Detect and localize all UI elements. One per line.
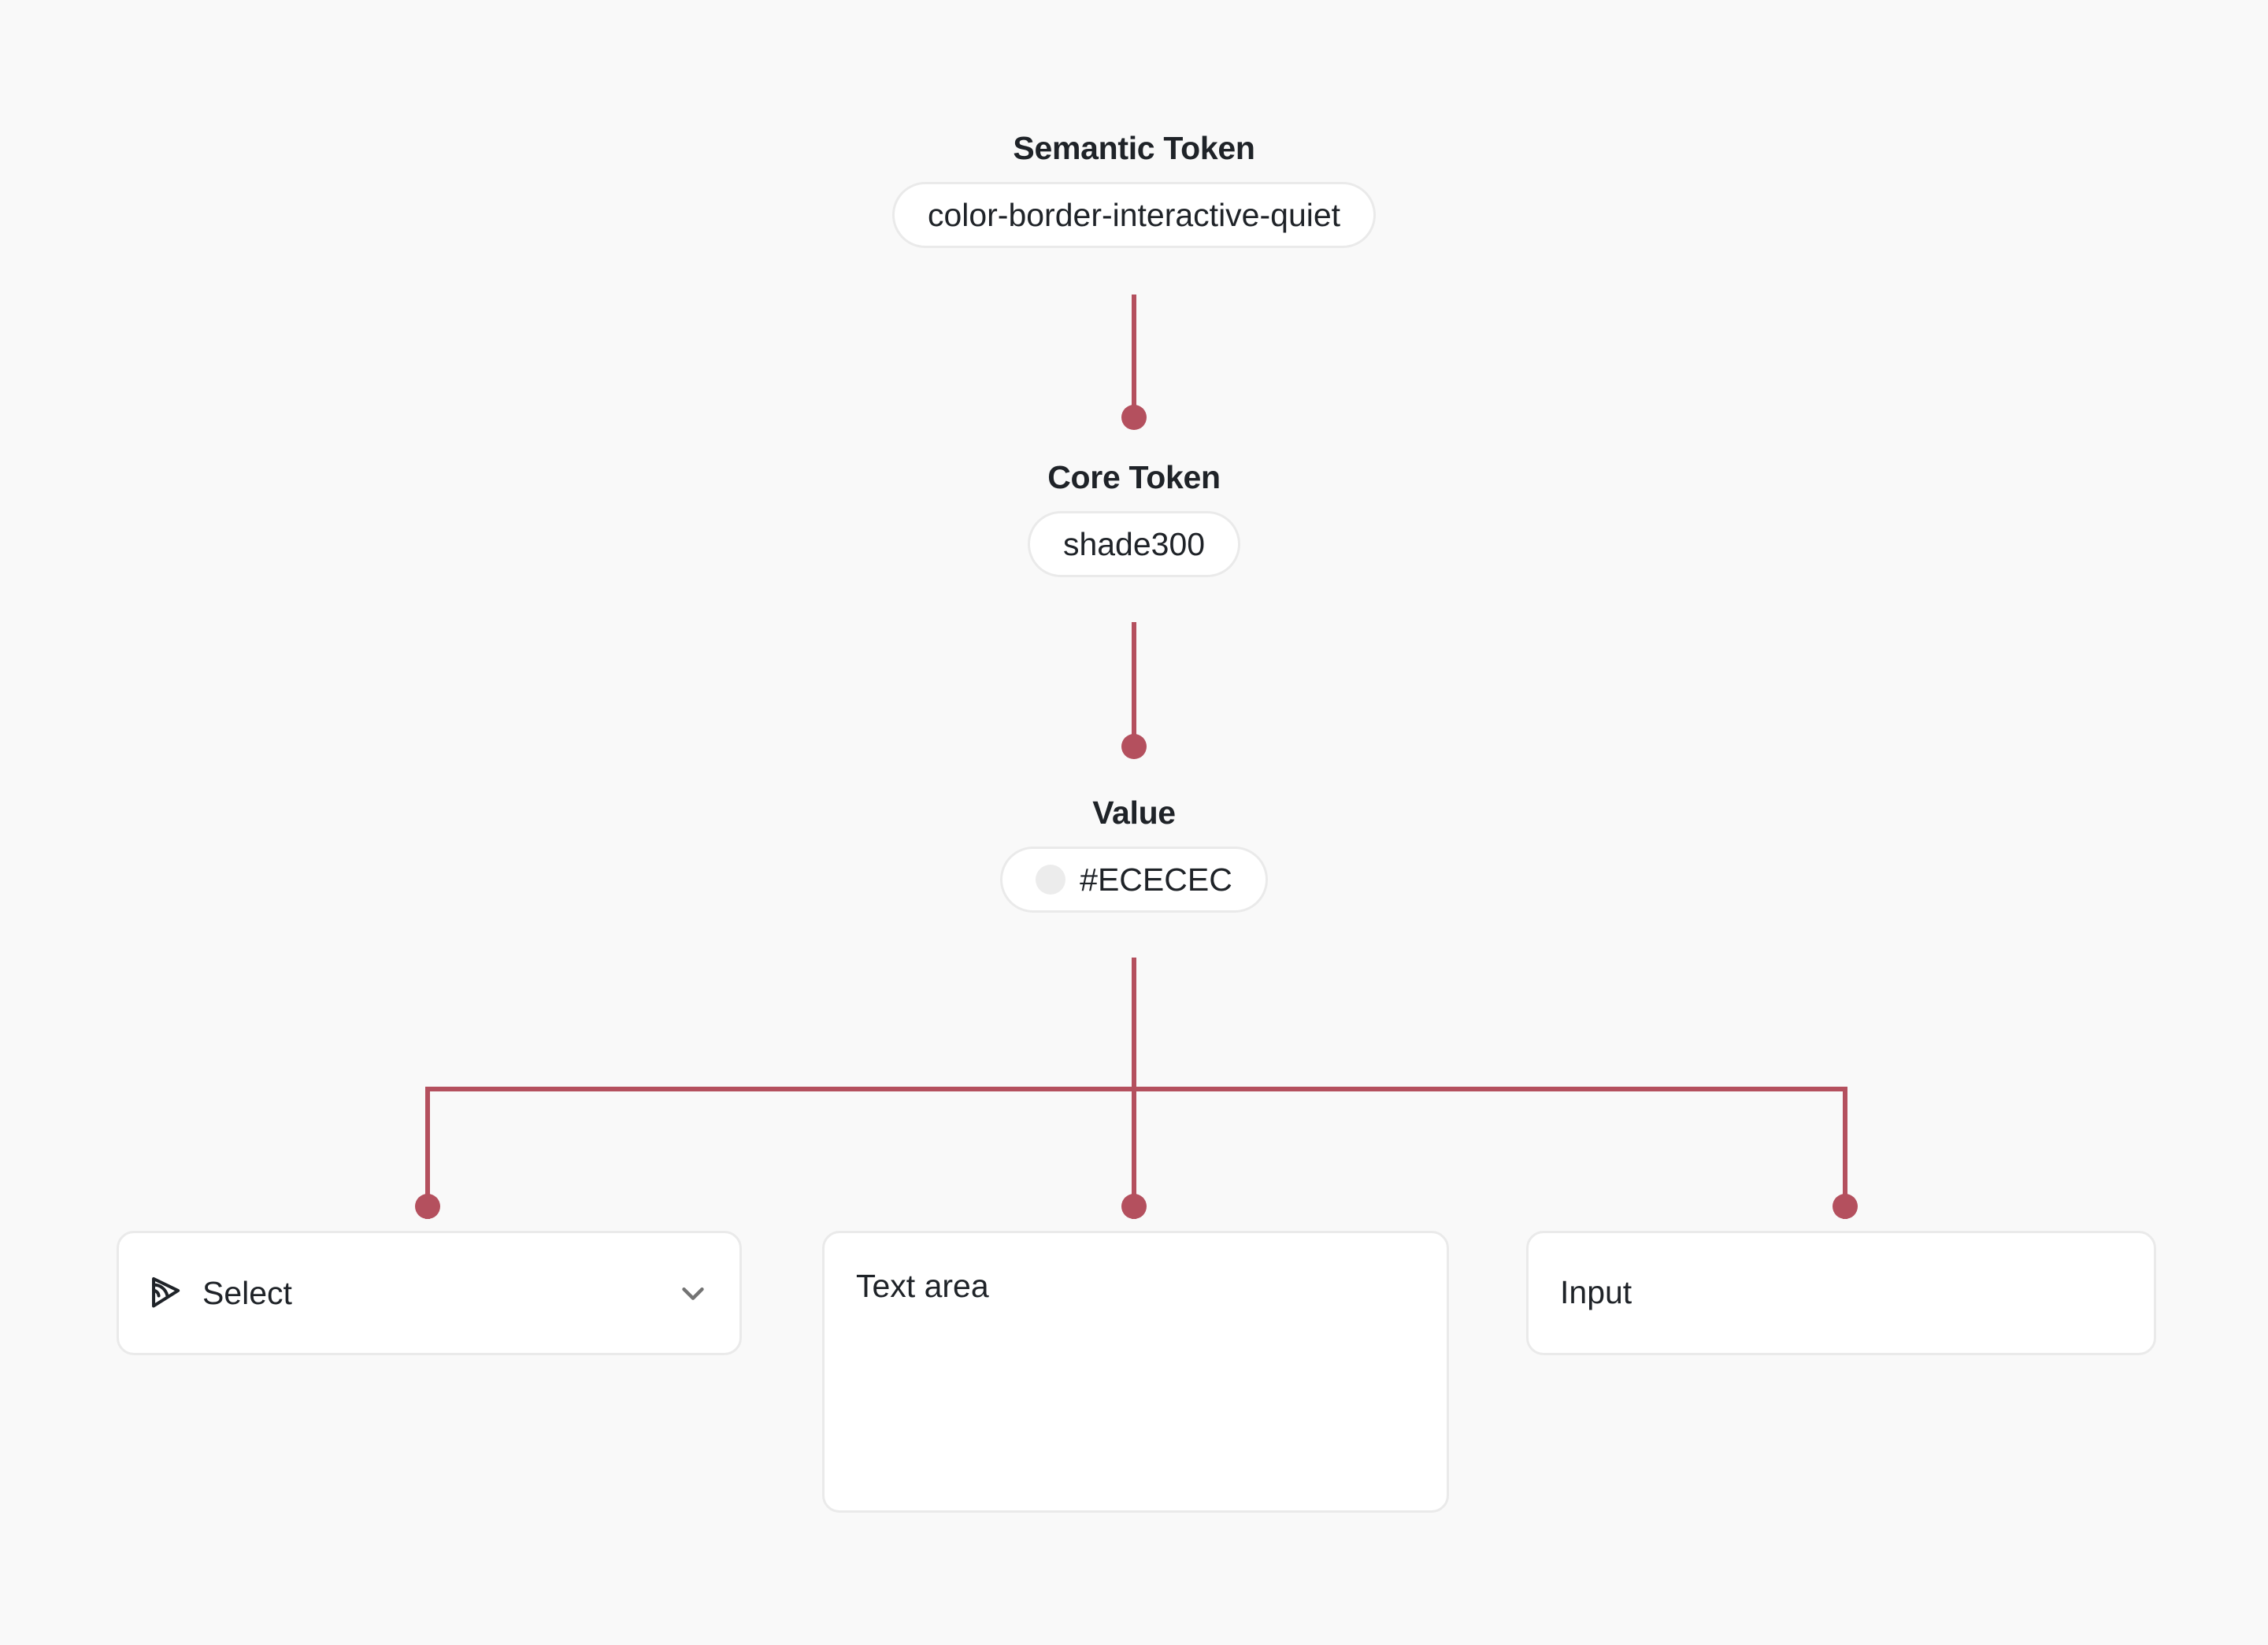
connector-core-to-value bbox=[1132, 622, 1136, 748]
chevron-down-icon[interactable] bbox=[675, 1275, 711, 1311]
core-token-label: Core Token bbox=[1047, 459, 1221, 495]
semantic-token-pill[interactable]: color-border-interactive-quiet bbox=[891, 182, 1377, 248]
value-label: Value bbox=[1092, 795, 1176, 831]
semantic-token-value: color-border-interactive-quiet bbox=[927, 196, 1341, 233]
value-pill[interactable]: #ECECEC bbox=[1000, 847, 1268, 913]
connector-semantic-to-core bbox=[1132, 295, 1136, 419]
core-token-pill[interactable]: shade300 bbox=[1027, 511, 1241, 577]
select-label: Select bbox=[202, 1274, 292, 1311]
connector-dot-textarea bbox=[1121, 1194, 1147, 1219]
select-component[interactable]: Select bbox=[117, 1231, 742, 1355]
connector-dot-input bbox=[1833, 1194, 1858, 1219]
textarea-label: Text area bbox=[856, 1268, 989, 1304]
connector-drop-select bbox=[425, 1087, 430, 1219]
input-label: Input bbox=[1560, 1274, 1632, 1310]
connector-dot-select bbox=[415, 1194, 440, 1219]
semantic-token-node: Semantic Token color-border-interactive-… bbox=[780, 132, 1488, 248]
input-component[interactable]: Input bbox=[1526, 1231, 2156, 1355]
connector-branch-bar bbox=[425, 1087, 1847, 1091]
connector-dot-value bbox=[1121, 734, 1147, 759]
textarea-component[interactable]: Text area bbox=[822, 1231, 1449, 1513]
connector-drop-textarea bbox=[1132, 1087, 1136, 1219]
color-swatch-icon bbox=[1036, 865, 1066, 895]
core-token-node: Core Token shade300 bbox=[898, 461, 1370, 577]
signal-wedge-icon bbox=[152, 1276, 180, 1308]
core-token-value: shade300 bbox=[1062, 525, 1206, 562]
connector-value-trunk bbox=[1132, 958, 1136, 1091]
value-node: Value #ECECEC bbox=[898, 797, 1370, 913]
connector-drop-input bbox=[1843, 1087, 1847, 1219]
semantic-token-label: Semantic Token bbox=[1013, 130, 1255, 166]
select-value-group: Select bbox=[147, 1275, 675, 1312]
connector-dot-core bbox=[1121, 405, 1147, 430]
value-hex: #ECECEC bbox=[1080, 861, 1232, 898]
